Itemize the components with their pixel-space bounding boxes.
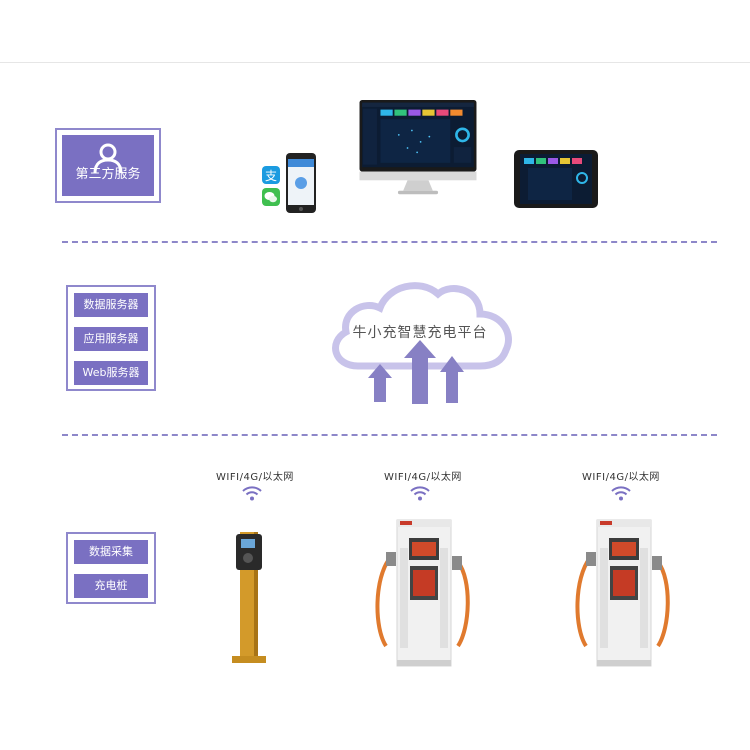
data-server-item: 数据服务器	[74, 293, 148, 317]
cloud-platform-label: 牛小充智慧充电平台	[352, 325, 488, 341]
server-stack-box: 数据服务器 应用服务器 Web服务器	[66, 285, 156, 391]
tablet-image	[514, 150, 598, 208]
station-1-connectivity-label: WIFI/4G/以太网	[216, 472, 294, 483]
smartphone-image	[286, 153, 316, 213]
dc-charger-image	[575, 519, 670, 667]
alipay-icon: 支	[262, 166, 280, 184]
station-3-connectivity-label: WIFI/4G/以太网	[582, 472, 660, 483]
svg-text:支: 支	[265, 169, 277, 183]
tier-divider-bottom	[62, 434, 717, 436]
web-server-item: Web服务器	[74, 361, 148, 385]
station-2-connectivity-label: WIFI/4G/以太网	[384, 472, 462, 483]
wifi-icon	[242, 486, 262, 501]
wechat-pay-icon	[262, 188, 280, 206]
user-icon	[93, 143, 123, 174]
third-party-service-label: 第三方服务	[75, 167, 141, 182]
dc-charger-image	[375, 519, 470, 667]
wifi-icon	[611, 486, 631, 501]
field-layer-box: 数据采集 充电桩	[66, 532, 156, 604]
charging-pile-item: 充电桩	[74, 574, 148, 598]
tier-divider-top	[62, 241, 717, 243]
third-party-service-box: 第三方服务	[55, 128, 161, 203]
ac-charging-post-image	[232, 532, 266, 663]
diagram-frame	[0, 62, 750, 691]
application-server-item: 应用服务器	[74, 327, 148, 351]
wifi-icon	[410, 486, 430, 501]
third-party-service-panel: 第三方服务	[62, 135, 154, 196]
data-collection-item: 数据采集	[74, 540, 148, 564]
desktop-monitor-image	[359, 100, 477, 195]
cloud-platform-graphic	[332, 282, 512, 404]
